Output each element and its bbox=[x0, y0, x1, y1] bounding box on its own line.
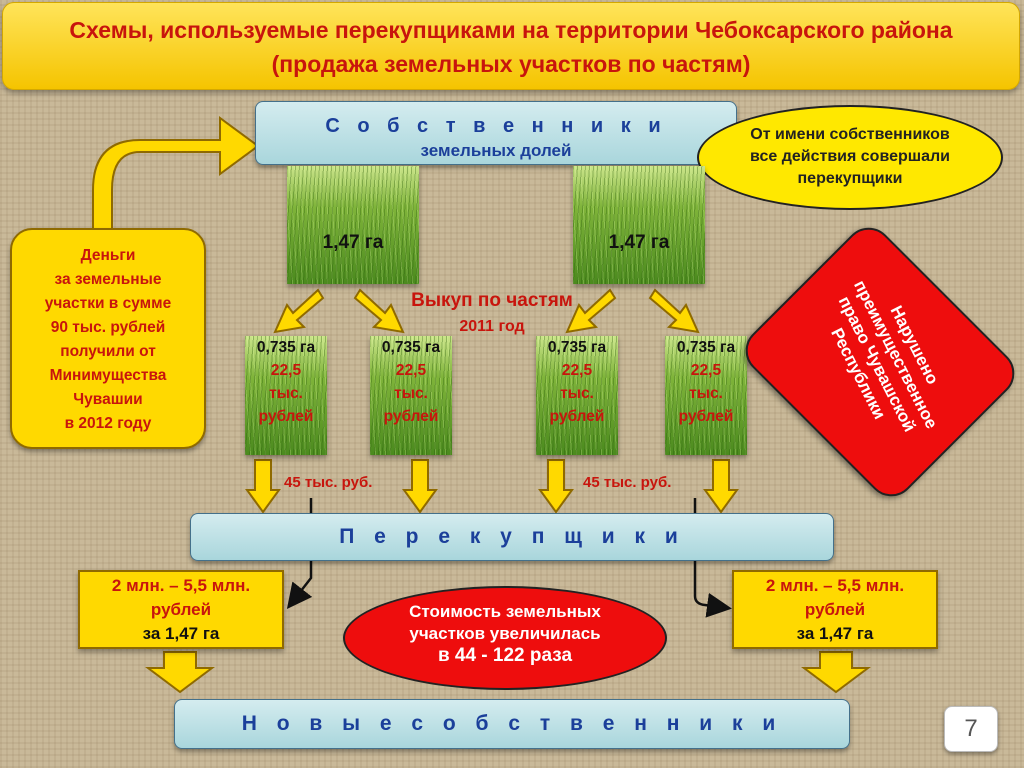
plot-price-currency: рублей bbox=[383, 408, 439, 425]
money-line: в 2012 году bbox=[64, 415, 152, 432]
plot-price-currency: рублей bbox=[258, 408, 314, 425]
arrow-down-s3 bbox=[538, 459, 574, 514]
money-line: 90 тыс. рублей bbox=[50, 319, 166, 336]
money-line: Чувашии bbox=[73, 391, 143, 408]
plot-price: 22,5 bbox=[270, 362, 302, 379]
sum-label-left: 45 тыс. руб. bbox=[284, 474, 373, 491]
arrow-down-price-right bbox=[801, 651, 871, 694]
plot-price-unit: тыс. bbox=[689, 385, 723, 402]
curved-arrow-money-to-owners bbox=[92, 116, 260, 233]
plot-price: 22,5 bbox=[561, 362, 593, 379]
field-plot-small: 0,735 га 22,5 тыс. рублей bbox=[245, 336, 327, 455]
field-plot-small: 0,735 га 22,5 тыс. рублей bbox=[665, 336, 747, 455]
price-increase-ellipse: Стоимость земельных участков увеличилась… bbox=[343, 586, 667, 690]
note-line: перекупщики bbox=[797, 170, 903, 187]
increase-multiplier: в 44 - 122 раза bbox=[437, 645, 573, 666]
plot-price-unit: тыс. bbox=[394, 385, 428, 402]
money-line: Минимущества bbox=[49, 367, 167, 384]
money-line: за земельные bbox=[54, 271, 162, 288]
buyout-text: Выкуп по частям bbox=[411, 290, 573, 311]
arrow-down-left-1 bbox=[273, 288, 325, 334]
price-area: за 1,47 га bbox=[796, 624, 874, 643]
plot-price: 22,5 bbox=[690, 362, 722, 379]
resellers-box: П е р е к у п щ и к и bbox=[190, 513, 834, 561]
field-plot-large: 1,47 га bbox=[573, 166, 705, 284]
money-line: участки в сумме bbox=[44, 295, 172, 312]
note-line: все действия совершали bbox=[750, 148, 950, 165]
arrow-down-s4 bbox=[703, 459, 739, 514]
plot-area: 0,735 га bbox=[676, 339, 736, 356]
price-unit: рублей bbox=[150, 600, 212, 619]
price-unit: рублей bbox=[804, 600, 866, 619]
title-line-1: Схемы, используемые перекупщиками на тер… bbox=[69, 17, 953, 43]
slide-title: Схемы, используемые перекупщиками на тер… bbox=[2, 2, 1020, 90]
plot-area-label: 1,47 га bbox=[608, 232, 670, 253]
owners-note-ellipse: От имени собственников все действия сове… bbox=[697, 105, 1003, 210]
buyout-label: Выкуп по частям 2011 год bbox=[376, 290, 608, 336]
price-range: 2 млн. – 5,5 млн. bbox=[765, 576, 905, 595]
money-box: Деньги за земельные участки в сумме 90 т… bbox=[10, 228, 206, 449]
plot-price-currency: рублей bbox=[549, 408, 605, 425]
title-line-2: (продажа земельных участков по частям) bbox=[271, 51, 751, 77]
plot-area: 0,735 га bbox=[547, 339, 607, 356]
plot-price: 22,5 bbox=[395, 362, 427, 379]
plot-price-unit: тыс. bbox=[269, 385, 303, 402]
arrow-down-price-left bbox=[145, 651, 215, 694]
increase-line: участков увеличилась bbox=[409, 624, 601, 643]
sum-label-right: 45 тыс. руб. bbox=[583, 474, 672, 491]
increase-line: Стоимость земельных bbox=[409, 602, 601, 621]
field-plot-large: 1,47 га bbox=[287, 166, 419, 284]
plot-area-label: 1,47 га bbox=[322, 232, 384, 253]
price-area: за 1,47 га bbox=[142, 624, 220, 643]
new-owners-box: Н о в ы е с о б с т в е н н и к и bbox=[174, 699, 850, 749]
price-box-left: 2 млн. – 5,5 млн. рублей за 1,47 га bbox=[78, 570, 284, 649]
money-line: получили от bbox=[60, 343, 156, 360]
arrow-down-right-2 bbox=[648, 288, 700, 334]
plot-area: 0,735 га bbox=[381, 339, 441, 356]
price-range: 2 млн. – 5,5 млн. bbox=[111, 576, 251, 595]
field-plot-small: 0,735 га 22,5 тыс. рублей bbox=[370, 336, 452, 455]
plot-area: 0,735 га bbox=[256, 339, 316, 356]
field-plot-small: 0,735 га 22,5 тыс. рублей bbox=[536, 336, 618, 455]
arrow-down-right-1 bbox=[353, 288, 405, 334]
arrow-down-s2 bbox=[402, 459, 438, 514]
owners-label: С о б с т в е н н и к и bbox=[325, 115, 667, 137]
arrow-down-left-2 bbox=[565, 288, 617, 334]
plot-price-currency: рублей bbox=[678, 408, 734, 425]
buyout-year: 2011 год bbox=[459, 318, 525, 335]
note-line: От имени собственников bbox=[750, 126, 950, 143]
page-number: 7 bbox=[944, 706, 998, 752]
plot-price-unit: тыс. bbox=[560, 385, 594, 402]
connector-right bbox=[693, 498, 732, 618]
money-line: Деньги bbox=[80, 247, 136, 264]
owners-sublabel: земельных долей bbox=[420, 141, 572, 160]
owners-box: С о б с т в е н н и к и земельных долей bbox=[255, 101, 737, 165]
price-box-right: 2 млн. – 5,5 млн. рублей за 1,47 га bbox=[732, 570, 938, 649]
arrow-down-s1 bbox=[245, 459, 281, 514]
